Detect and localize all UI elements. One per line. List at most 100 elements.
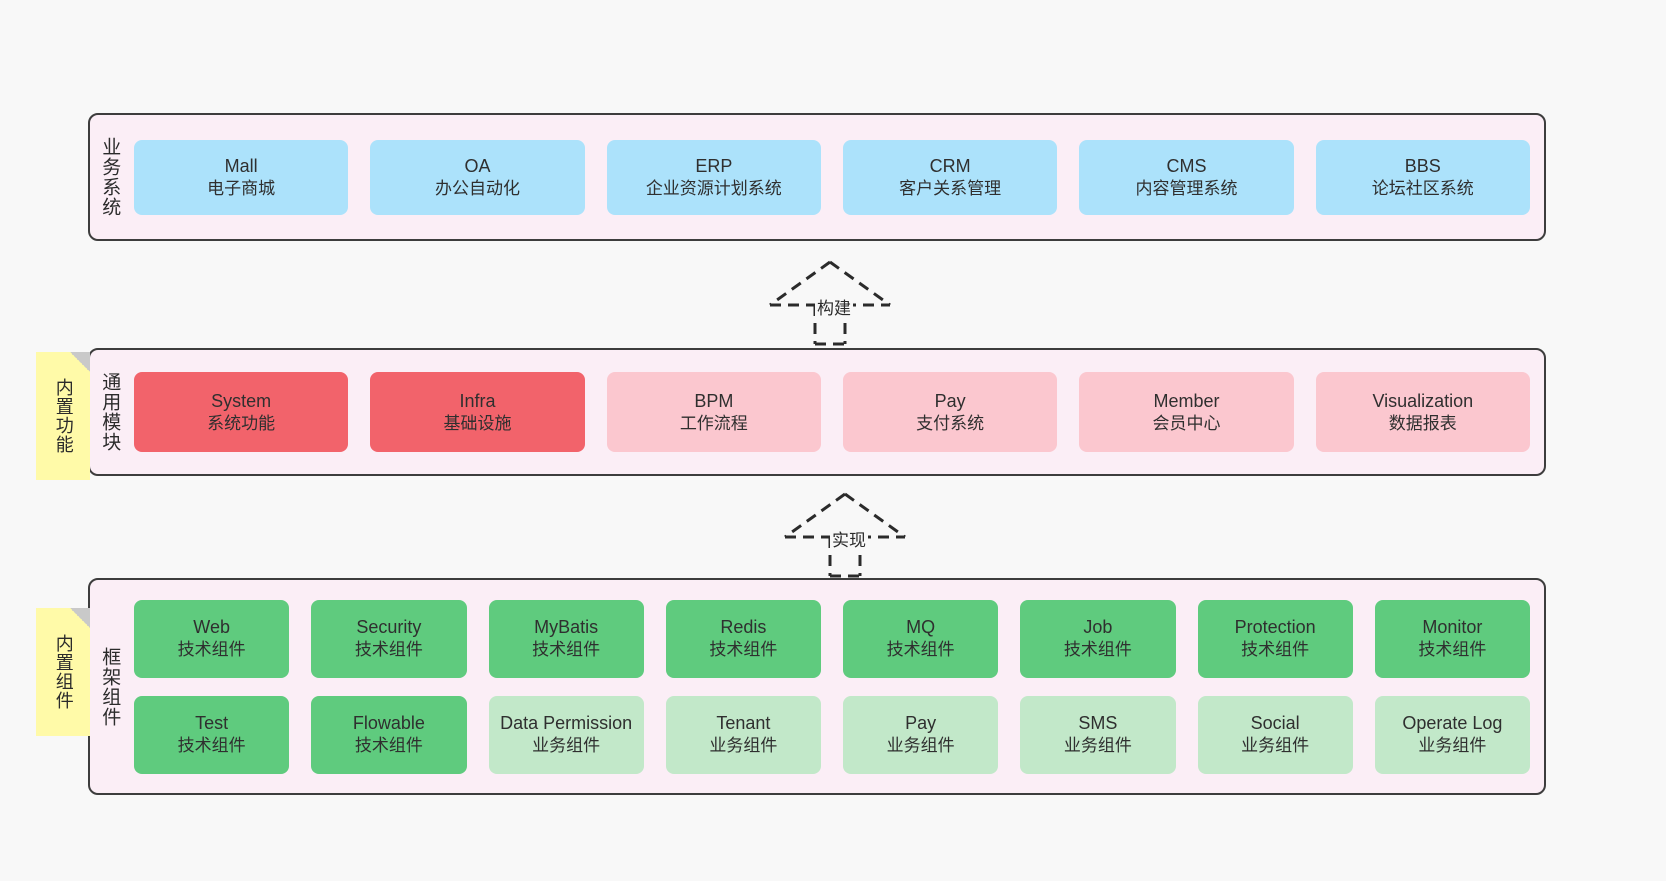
node-title: ERP bbox=[695, 155, 733, 176]
node-subtitle: 技术组件 bbox=[354, 736, 423, 756]
node-subtitle: 业务组件 bbox=[1063, 736, 1132, 756]
node-title: Pay bbox=[934, 390, 966, 411]
node-subtitle: 业务组件 bbox=[1418, 736, 1487, 756]
node-title: Visualization bbox=[1372, 390, 1474, 411]
node-data-permission[interactable]: Data Permission 业务组件 bbox=[488, 695, 644, 774]
node-subtitle: 工作流程 bbox=[679, 413, 748, 433]
node-title: Test bbox=[195, 713, 229, 734]
cell-row: Web 技术组件 Security 技术组件 MyBatis 技术组件 Redi… bbox=[134, 599, 1530, 678]
node-title: Flowable bbox=[352, 713, 425, 734]
node-subtitle: 技术组件 bbox=[709, 640, 778, 660]
node-erp[interactable]: ERP 企业资源计划系统 bbox=[606, 139, 821, 215]
node-title: OA bbox=[464, 155, 491, 176]
cell-row: Mall 电子商城 OA 办公自动化 ERP 企业资源计划系统 CRM 客户关系… bbox=[134, 139, 1530, 215]
node-test[interactable]: Test 技术组件 bbox=[134, 695, 290, 774]
node-subtitle: 技术组件 bbox=[532, 640, 601, 660]
node-subtitle: 技术组件 bbox=[1241, 640, 1310, 660]
layer-body-framework-components: Web 技术组件 Security 技术组件 MyBatis 技术组件 Redi… bbox=[128, 580, 1544, 793]
node-title: MQ bbox=[906, 617, 936, 638]
node-crm[interactable]: CRM 客户关系管理 bbox=[842, 139, 1058, 215]
node-infra[interactable]: Infra 基础设施 bbox=[370, 372, 585, 452]
note-label: 内置功能 bbox=[53, 378, 74, 454]
node-title: SMS bbox=[1078, 713, 1118, 734]
node-subtitle: 客户关系管理 bbox=[899, 178, 1002, 198]
node-operate-log[interactable]: Operate Log 业务组件 bbox=[1374, 695, 1530, 774]
node-social[interactable]: Social 业务组件 bbox=[1197, 695, 1353, 774]
layer-body-common-modules: System 系统功能 Infra 基础设施 BPM 工作流程 Pay 支付系统… bbox=[128, 350, 1544, 474]
layer-framework-components: 框架组件 Web 技术组件 Security 技术组件 MyBatis 技术组件… bbox=[88, 578, 1546, 795]
node-title: Monitor bbox=[1422, 617, 1483, 638]
node-bbs[interactable]: BBS 论坛社区系统 bbox=[1315, 139, 1530, 215]
node-subtitle: 企业资源计划系统 bbox=[645, 178, 782, 198]
node-title: Job bbox=[1083, 617, 1113, 638]
layer-common-modules: 通用模块 System 系统功能 Infra 基础设施 BPM 工作流程 Pay… bbox=[88, 348, 1546, 476]
node-title: BBS bbox=[1404, 155, 1441, 176]
node-member[interactable]: Member 会员中心 bbox=[1079, 372, 1294, 452]
node-title: CRM bbox=[929, 155, 971, 176]
node-subtitle: 数据报表 bbox=[1388, 413, 1457, 433]
node-security[interactable]: Security 技术组件 bbox=[311, 599, 467, 678]
node-mq[interactable]: MQ 技术组件 bbox=[843, 599, 999, 678]
node-subtitle: 论坛社区系统 bbox=[1371, 178, 1474, 198]
arrow-build-label: 构建 bbox=[815, 294, 853, 319]
node-visualization[interactable]: Visualization 数据报表 bbox=[1315, 372, 1530, 452]
node-bpm[interactable]: BPM 工作流程 bbox=[606, 372, 821, 452]
node-pay-business[interactable]: Pay 业务组件 bbox=[843, 695, 999, 774]
layer-title-business-system: 业务系统 bbox=[99, 137, 121, 217]
node-title: Security bbox=[356, 617, 422, 638]
node-sms[interactable]: SMS 业务组件 bbox=[1020, 695, 1176, 774]
node-subtitle: 技术组件 bbox=[354, 640, 423, 660]
node-title: System bbox=[211, 390, 272, 411]
node-title: Mall bbox=[224, 155, 258, 176]
node-tenant[interactable]: Tenant 业务组件 bbox=[665, 695, 821, 774]
node-title: Redis bbox=[720, 617, 767, 638]
node-subtitle: 业务组件 bbox=[709, 736, 778, 756]
node-subtitle: 技术组件 bbox=[1418, 640, 1487, 660]
layer-title-common-modules: 通用模块 bbox=[99, 372, 121, 452]
note-builtin-components: 内置组件 bbox=[36, 608, 90, 736]
node-job[interactable]: Job 技术组件 bbox=[1020, 599, 1176, 678]
node-title: Data Permission bbox=[500, 713, 633, 734]
node-title: Operate Log bbox=[1402, 713, 1503, 734]
node-subtitle: 电子商城 bbox=[207, 178, 276, 198]
node-redis[interactable]: Redis 技术组件 bbox=[665, 599, 821, 678]
node-web[interactable]: Web 技术组件 bbox=[134, 599, 290, 678]
node-pay[interactable]: Pay 支付系统 bbox=[842, 372, 1058, 452]
layer-title-framework-components: 框架组件 bbox=[99, 646, 121, 727]
node-cms[interactable]: CMS 内容管理系统 bbox=[1079, 139, 1294, 215]
node-subtitle: 会员中心 bbox=[1152, 413, 1221, 433]
node-monitor[interactable]: Monitor 技术组件 bbox=[1374, 599, 1530, 678]
note-label: 内置组件 bbox=[53, 634, 74, 710]
node-subtitle: 技术组件 bbox=[177, 640, 246, 660]
node-title: Infra bbox=[459, 390, 496, 411]
node-title: Social bbox=[1250, 713, 1300, 734]
node-subtitle: 支付系统 bbox=[916, 413, 985, 433]
note-builtin-functions: 内置功能 bbox=[36, 352, 90, 480]
node-protection[interactable]: Protection 技术组件 bbox=[1197, 599, 1353, 678]
arrow-implement: 实现 bbox=[770, 490, 920, 578]
node-system[interactable]: System 系统功能 bbox=[134, 372, 349, 452]
node-subtitle: 技术组件 bbox=[886, 640, 955, 660]
arrow-implement-label: 实现 bbox=[830, 526, 868, 551]
node-title: Web bbox=[193, 617, 230, 638]
node-flowable[interactable]: Flowable 技术组件 bbox=[311, 695, 467, 774]
node-title: Member bbox=[1153, 390, 1220, 411]
node-mybatis[interactable]: MyBatis 技术组件 bbox=[488, 599, 644, 678]
cell-row: Test 技术组件 Flowable 技术组件 Data Permission … bbox=[134, 695, 1530, 774]
node-title: BPM bbox=[694, 390, 734, 411]
layer-body-business-system: Mall 电子商城 OA 办公自动化 ERP 企业资源计划系统 CRM 客户关系… bbox=[128, 115, 1544, 239]
node-subtitle: 办公自动化 bbox=[434, 178, 520, 198]
node-mall[interactable]: Mall 电子商城 bbox=[134, 139, 349, 215]
node-title: Protection bbox=[1234, 617, 1316, 638]
cell-row: System 系统功能 Infra 基础设施 BPM 工作流程 Pay 支付系统… bbox=[134, 372, 1530, 452]
node-subtitle: 系统功能 bbox=[207, 413, 276, 433]
node-title: Tenant bbox=[716, 713, 771, 734]
node-title: CMS bbox=[1166, 155, 1207, 176]
arrow-build: 构建 bbox=[755, 258, 905, 346]
node-subtitle: 内容管理系统 bbox=[1135, 178, 1238, 198]
node-subtitle: 业务组件 bbox=[1241, 736, 1310, 756]
node-title: Pay bbox=[905, 713, 937, 734]
node-title: MyBatis bbox=[534, 617, 599, 638]
node-oa[interactable]: OA 办公自动化 bbox=[370, 139, 585, 215]
node-subtitle: 技术组件 bbox=[1063, 640, 1132, 660]
